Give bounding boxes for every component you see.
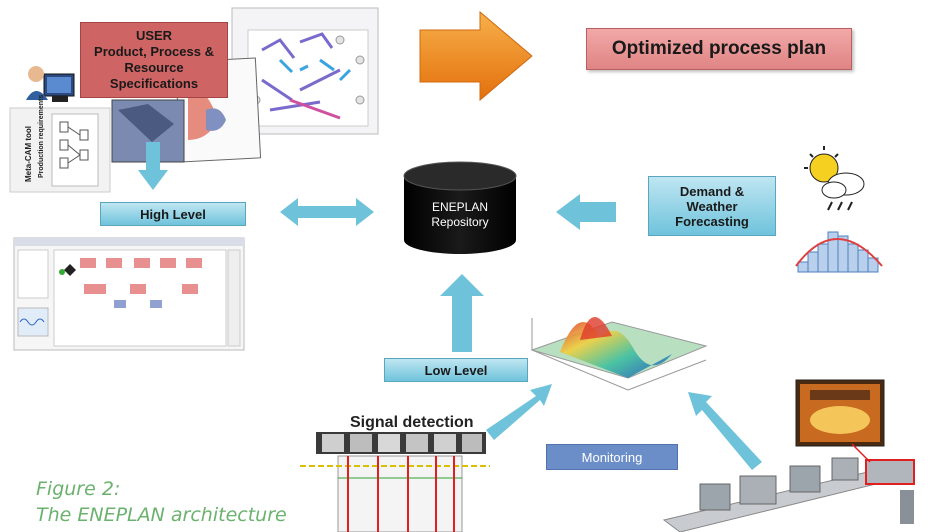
meta-cam-tool-label: Meta-CAM tool <box>24 126 33 182</box>
production-requirements-label: Production requirements <box>38 94 45 178</box>
figure-caption-title: The ENEPLAN architecture <box>36 504 287 526</box>
arrow-low-level-to-repository <box>440 274 484 352</box>
high-level-box: High Level <box>100 202 246 226</box>
process-model-image <box>13 237 245 351</box>
meta-cam-panel <box>9 107 111 193</box>
cad-drawing-image <box>231 7 379 135</box>
arrow-signal-to-monitoring <box>486 384 552 440</box>
optimized-process-plan-box: Optimized process plan <box>586 28 852 70</box>
arrow-demand-to-repository <box>556 194 616 230</box>
orange-arrow <box>419 10 533 102</box>
monitoring-box: Monitoring <box>546 444 678 470</box>
arrow-machinery-to-monitoring <box>688 392 762 470</box>
histogram-icon <box>795 231 883 273</box>
repository-label: ENEPLAN Repository <box>431 200 489 229</box>
steel-mill-photo <box>795 379 885 447</box>
arrow-high-level-repository <box>280 198 374 226</box>
production-line-image <box>662 443 915 532</box>
repository-cylinder <box>403 161 517 254</box>
low-level-box: Low Level <box>384 358 528 382</box>
arrow-user-to-high-level <box>138 142 168 190</box>
weather-icon <box>804 146 865 211</box>
signal-detection-title: Signal detection <box>350 414 474 431</box>
surface-plot-image <box>530 316 708 391</box>
figure-caption-number: Figure 2: <box>36 478 121 500</box>
computer-user-icon <box>26 66 75 102</box>
signal-detection-image <box>300 432 490 532</box>
demand-weather-forecasting-box: Demand & Weather Forecasting <box>648 176 776 236</box>
user-specifications-box: USER Product, Process & Resource Specifi… <box>80 22 228 98</box>
